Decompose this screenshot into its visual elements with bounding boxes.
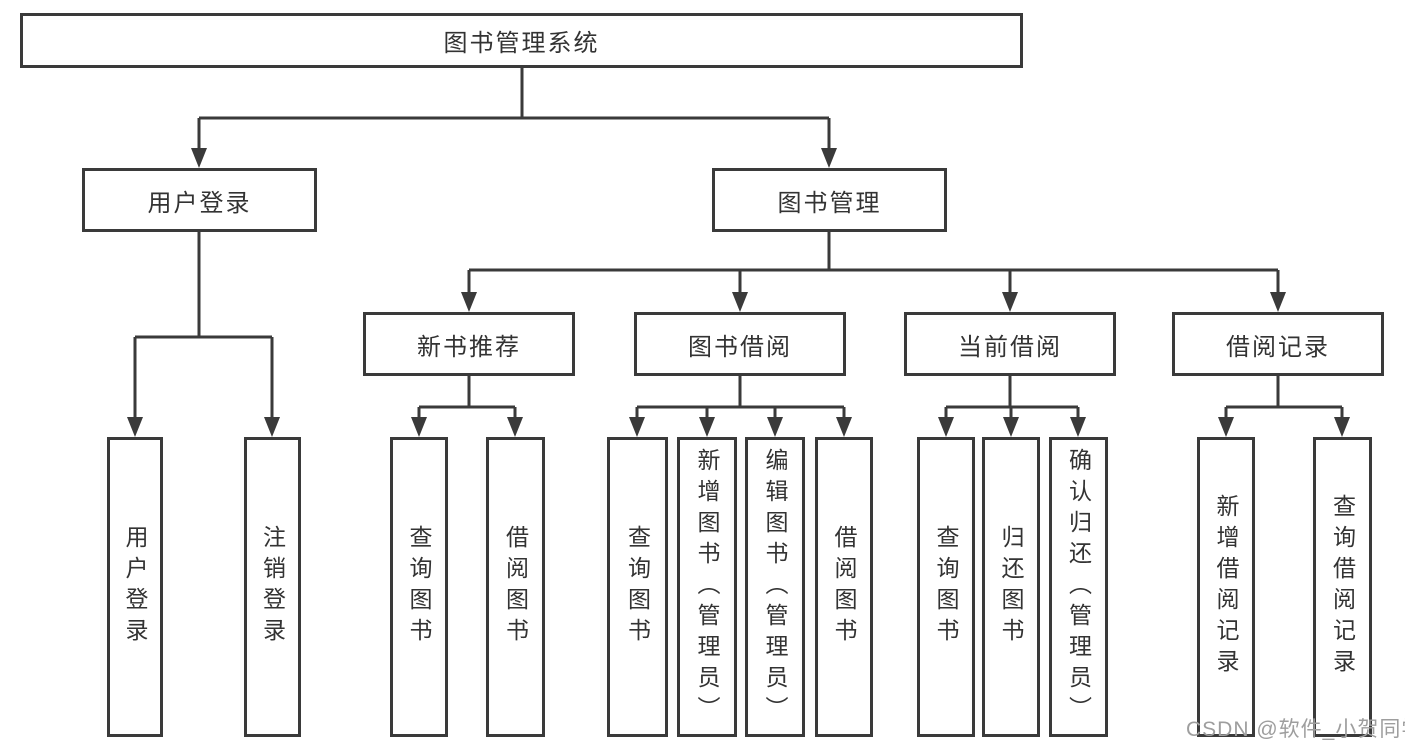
leaf-query-books-recommend: 查询图书 xyxy=(390,437,448,737)
leaf-borrow-books-recommend: 借阅图书 xyxy=(486,437,545,737)
leaf-return-book: 归还图书 xyxy=(982,437,1040,737)
leaf-query-borrow-record: 查询借阅记录 xyxy=(1313,437,1372,737)
node-borrow-records: 借阅记录 xyxy=(1172,312,1384,376)
leaf-user-login: 用户登录 xyxy=(107,437,163,737)
leaf-add-borrow-record: 新增借阅记录 xyxy=(1197,437,1255,737)
leaf-edit-book-admin: 编辑图书（管理员） xyxy=(745,437,805,737)
node-library-management-system: 图书管理系统 xyxy=(20,13,1023,68)
leaf-query-books-borrow: 查询图书 xyxy=(607,437,668,737)
leaf-query-books-current: 查询图书 xyxy=(917,437,975,737)
leaf-confirm-return-admin: 确认归还（管理员） xyxy=(1049,437,1108,737)
leaf-borrow-books: 借阅图书 xyxy=(815,437,873,737)
node-user-login: 用户登录 xyxy=(82,168,317,232)
arrowheads xyxy=(127,148,1350,437)
node-new-book-recommend: 新书推荐 xyxy=(363,312,575,376)
node-book-management: 图书管理 xyxy=(712,168,947,232)
csdn-watermark: CSDN @软件_小贺同学 xyxy=(1186,718,1405,741)
leaf-logout: 注销登录 xyxy=(244,437,301,737)
node-book-borrow: 图书借阅 xyxy=(634,312,846,376)
node-current-borrow: 当前借阅 xyxy=(904,312,1116,376)
leaf-add-book-admin: 新增图书（管理员） xyxy=(677,437,737,737)
